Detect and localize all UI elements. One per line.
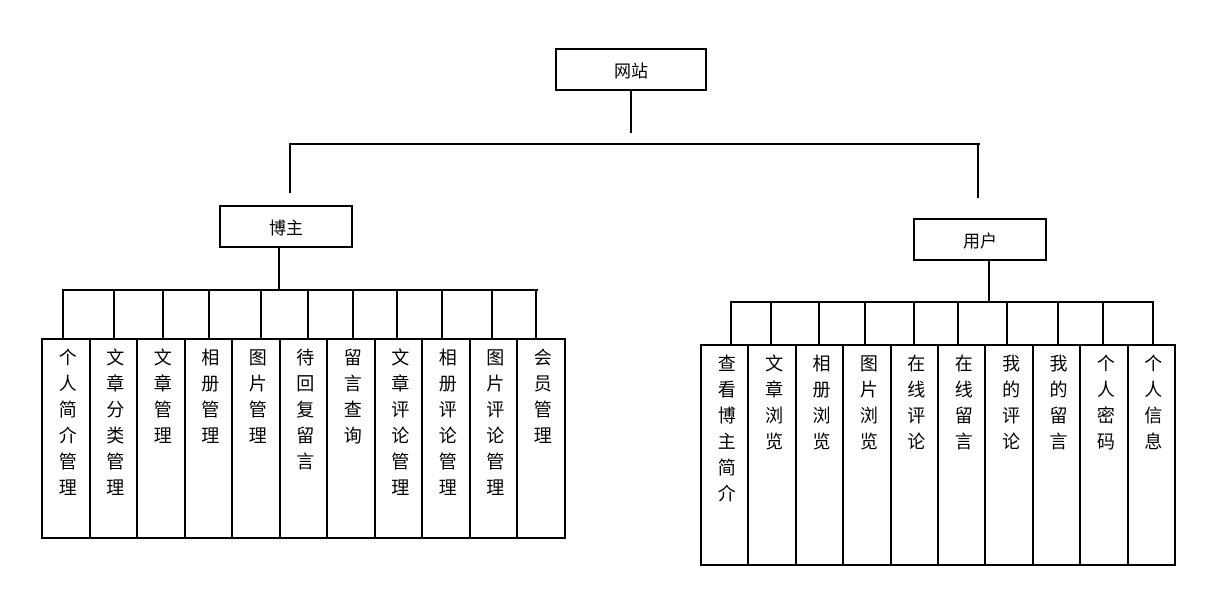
leaf-node: 会员管理 <box>516 338 566 539</box>
branch-node-label: 博主 <box>269 219 303 239</box>
connector <box>208 289 210 338</box>
leaf-node: 图片评论管理 <box>468 338 518 539</box>
connector <box>62 289 64 338</box>
connector <box>730 301 1153 303</box>
leaf-node: 文章浏览 <box>747 344 797 566</box>
leaf-node: 图片浏览 <box>842 344 892 566</box>
leaf-node: 文章管理 <box>136 338 186 539</box>
connector <box>1006 301 1008 344</box>
connector <box>630 91 632 133</box>
connector <box>307 289 309 338</box>
leaf-node: 个人密码 <box>1079 344 1129 566</box>
connector <box>162 289 164 338</box>
branch-node-blogger: 博主 <box>219 205 353 248</box>
connector <box>770 301 772 344</box>
connector <box>260 289 262 338</box>
connector <box>491 289 493 338</box>
leaf-node: 文章分类管理 <box>88 338 138 539</box>
connector <box>1057 301 1059 344</box>
leaf-node: 我的留言 <box>1031 344 1082 566</box>
connector <box>977 143 979 198</box>
connector <box>113 289 115 338</box>
connector <box>289 143 980 145</box>
leaf-node: 待回复留言 <box>278 338 328 539</box>
leaf-node: 在线留言 <box>937 344 987 566</box>
connector <box>730 301 732 344</box>
leaf-node: 我的评论 <box>984 344 1034 566</box>
leaf-node: 图片管理 <box>231 338 281 539</box>
connector <box>396 289 398 338</box>
leaf-node: 查看博主简介 <box>700 344 750 566</box>
leaf-node: 文章评论管理 <box>373 338 423 539</box>
leaf-node: 在线评论 <box>889 344 939 566</box>
leaf-node: 相册浏览 <box>794 344 845 566</box>
connector <box>441 289 443 338</box>
connector <box>818 301 820 344</box>
connector <box>278 248 280 290</box>
connector <box>864 301 866 344</box>
connector <box>62 289 538 291</box>
connector <box>913 301 915 344</box>
leaf-node: 相册评论管理 <box>421 338 471 539</box>
root-node: 网站 <box>555 48 707 91</box>
connector <box>957 301 959 344</box>
branch-node-user: 用户 <box>913 218 1047 261</box>
leaf-node: 个人简介管理 <box>41 338 91 539</box>
connector <box>352 289 354 338</box>
connector <box>535 289 537 338</box>
connector <box>1152 301 1154 344</box>
connector <box>988 261 990 301</box>
leaf-node: 个人信息 <box>1126 344 1176 566</box>
root-node-label: 网站 <box>614 62 648 82</box>
connector <box>289 143 291 193</box>
branch-node-label: 用户 <box>963 232 997 252</box>
leaf-node: 相册管理 <box>183 338 233 539</box>
connector <box>1102 301 1104 344</box>
leaf-node: 留言查询 <box>326 338 376 539</box>
